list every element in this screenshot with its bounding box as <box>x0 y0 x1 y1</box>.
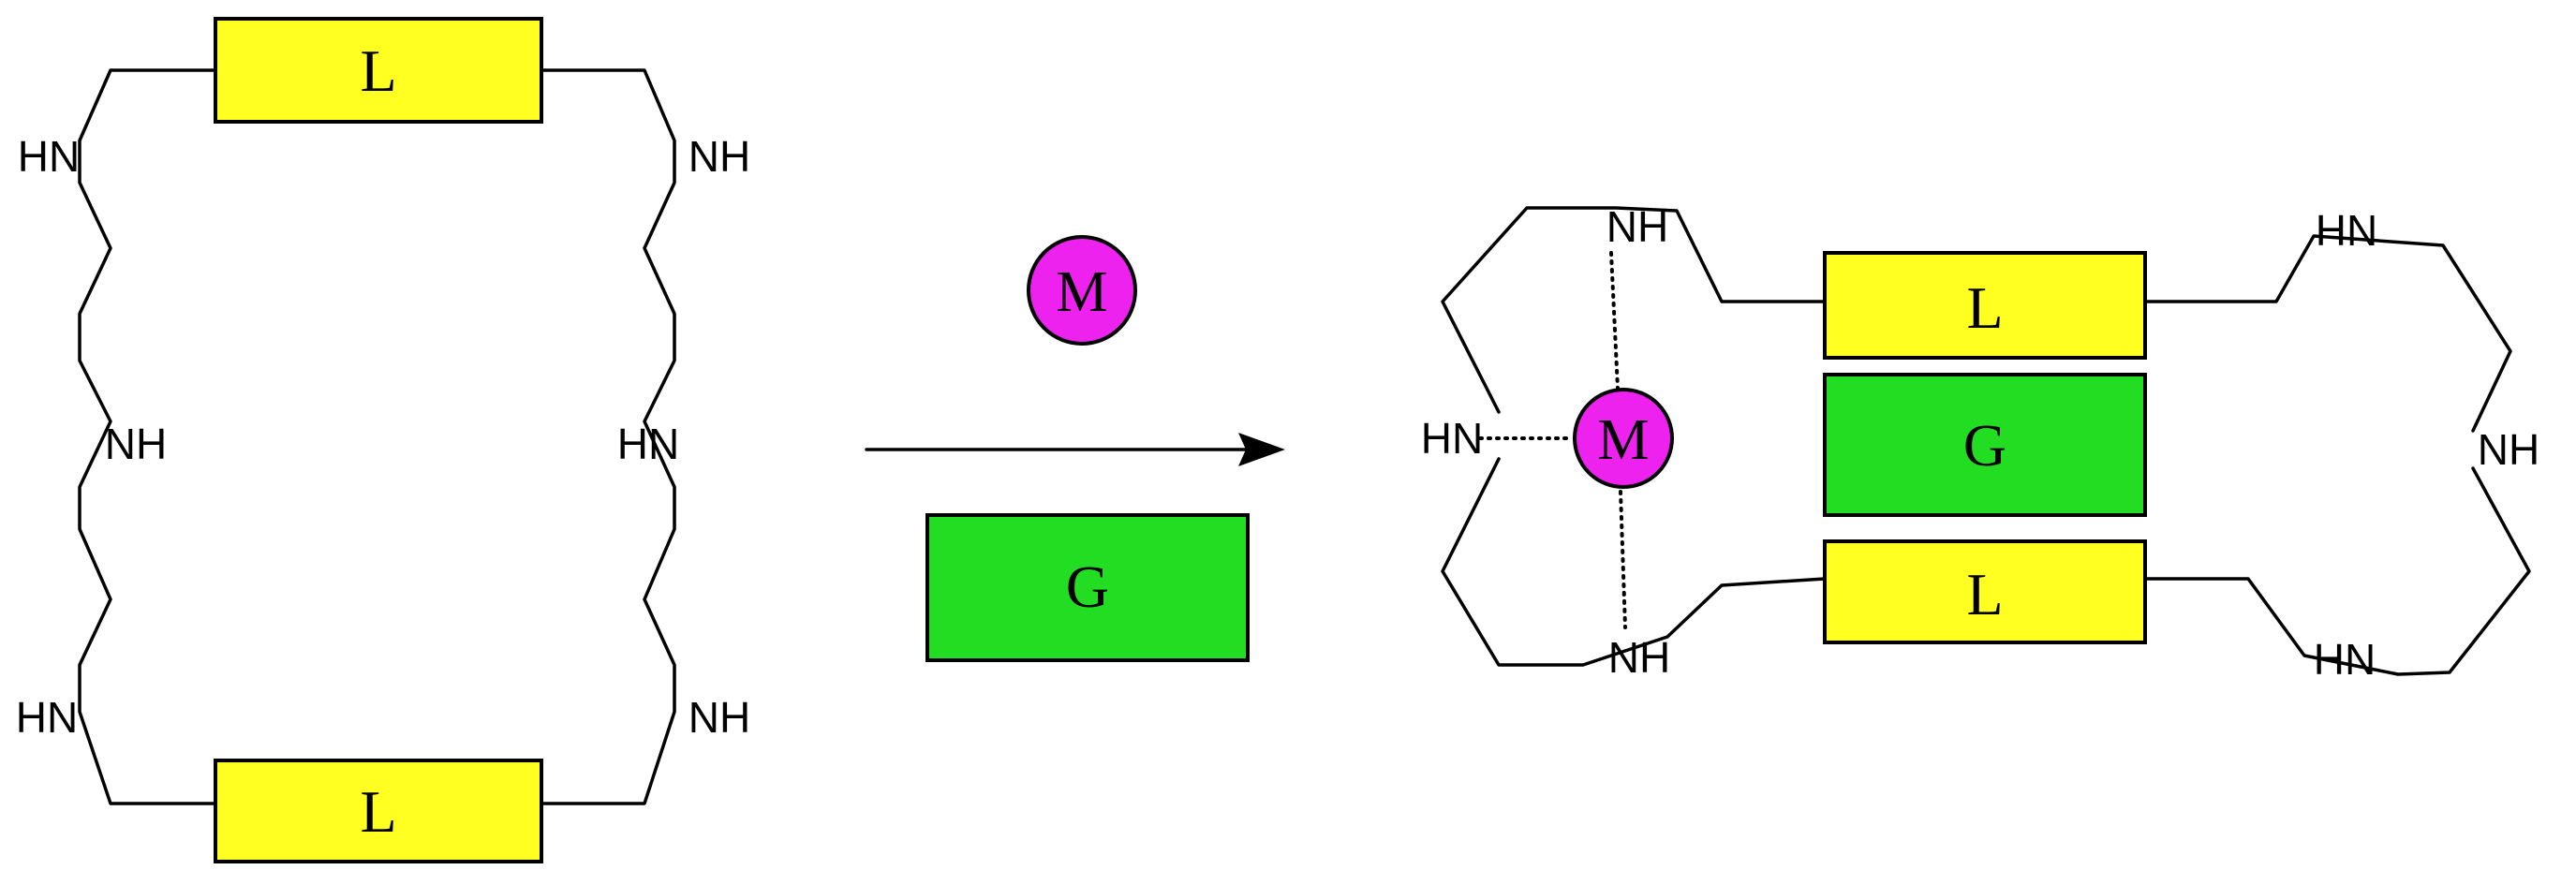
ligand-unit-bottom <box>214 759 543 863</box>
amine-label: NH <box>1606 202 1668 251</box>
right-ring-bonds <box>2143 234 2512 433</box>
amine-label: HN <box>2314 635 2376 684</box>
reagents: M G <box>865 235 1285 662</box>
amine-label: NH <box>105 420 167 468</box>
amine-label: HN <box>2316 206 2377 255</box>
left-chain-bonds <box>78 68 217 805</box>
amine-label: NH <box>2478 425 2539 474</box>
ligand-label: L <box>1966 274 2003 341</box>
right-ring-bonds <box>2143 466 2531 676</box>
guest-label: G <box>1066 553 1109 620</box>
ligand-unit-top <box>1823 251 2147 360</box>
metal-label: M <box>1597 408 1649 472</box>
amine-label: HN <box>617 420 679 468</box>
guest-label: G <box>1963 412 2006 479</box>
ligand-unit-bottom <box>1823 539 2147 644</box>
ligand-label: L <box>360 37 396 104</box>
ligand-unit-top <box>214 17 543 124</box>
coordination-bond <box>1609 251 1620 391</box>
bound-metal-ion <box>1573 388 1674 489</box>
amine-label: HN <box>1421 414 1483 463</box>
amine-label: HN <box>18 132 80 181</box>
bound-guest <box>1823 373 2147 517</box>
free-macrocycle: HN NH HN NH HN NH L L <box>16 17 750 863</box>
arrow-head <box>1238 433 1285 466</box>
amine-label: HN <box>16 693 78 742</box>
left-ring-bonds <box>1441 206 1827 414</box>
left-ring-bonds <box>1441 457 1827 667</box>
ligand-label: L <box>1966 561 2003 627</box>
amine-label: NH <box>1608 633 1670 682</box>
amine-label: NH <box>688 693 750 742</box>
ligand-label: L <box>360 778 396 845</box>
guest-molecule <box>925 513 1250 662</box>
right-chain-bonds <box>540 68 676 805</box>
coordination-bond <box>1619 490 1627 629</box>
metal-label: M <box>1056 260 1107 324</box>
complex: NH HN NH HN NH HN M L G L <box>1421 202 2539 684</box>
metal-ion <box>1027 235 1137 346</box>
amine-label: NH <box>688 132 750 181</box>
